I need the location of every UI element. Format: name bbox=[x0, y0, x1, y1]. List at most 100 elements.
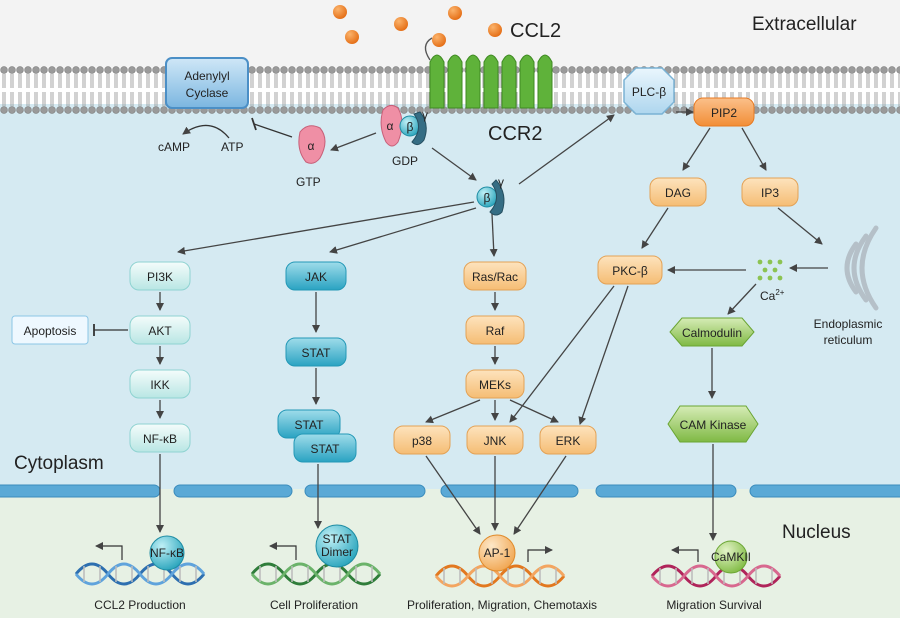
endoplasmic-reticulum-icon bbox=[844, 225, 879, 311]
camkii-transcription-arrow bbox=[671, 546, 699, 562]
ikk-node: IKK bbox=[129, 369, 191, 399]
stat-node: STAT bbox=[285, 337, 347, 367]
bg-to-jak-arrow bbox=[329, 207, 477, 254]
meks-node: MEKs bbox=[465, 369, 525, 399]
ip3-to-er-arrow bbox=[777, 207, 823, 245]
pip2-label: PIP2 bbox=[711, 106, 737, 120]
apoptosis-node: Apoptosis bbox=[11, 315, 89, 345]
nfkb-nuclear-label: NF-κB bbox=[150, 546, 184, 560]
pkc-beta-node: PKC-β bbox=[597, 255, 663, 285]
nfkb-nuclear-ball: NF-κB bbox=[149, 535, 185, 571]
akt-label: AKT bbox=[148, 324, 172, 338]
gtp-label: GTP bbox=[296, 175, 321, 189]
cell-proliferation-label: Cell Proliferation bbox=[270, 598, 358, 612]
ikk-label: IKK bbox=[150, 378, 169, 392]
nfkb-transcription-arrow bbox=[95, 542, 123, 560]
inhibit-bar bbox=[251, 117, 257, 131]
nfkb-label: NF-κB bbox=[143, 432, 177, 446]
raf-node: Raf bbox=[465, 315, 525, 345]
erk-label: ERK bbox=[556, 434, 581, 448]
p38-to-ap1-arrow bbox=[425, 455, 481, 535]
raf-label: Raf bbox=[486, 324, 505, 338]
free-gamma-label: γ bbox=[498, 175, 504, 189]
ap1-transcription-arrow bbox=[527, 546, 553, 562]
er-label-1: Endoplasmic bbox=[814, 317, 883, 331]
meks-to-erk-arrow bbox=[509, 399, 559, 423]
g-beta-label: β bbox=[407, 120, 414, 134]
dag-label: DAG bbox=[665, 186, 691, 200]
nfkb-node: NF-κB bbox=[129, 423, 191, 453]
g-alpha-gtp-label: α bbox=[308, 139, 315, 153]
calcium-label: Ca2+ bbox=[760, 288, 785, 303]
gdp-to-betagamma-arrow bbox=[431, 147, 477, 181]
nucleus-label: Nucleus bbox=[782, 522, 851, 543]
ccl2-label: CCL2 bbox=[510, 20, 561, 42]
ca-to-calmodulin-arrow bbox=[727, 283, 757, 315]
plc-beta: PLC-β bbox=[623, 67, 675, 115]
pkc-to-jnk-arrow bbox=[509, 285, 615, 423]
ccr2-receptor bbox=[429, 54, 553, 109]
camkii-nuclear-ball: CaMKII bbox=[711, 540, 751, 574]
pip2-to-ip3-arrow bbox=[741, 127, 767, 171]
plc-label: PLC-β bbox=[632, 85, 666, 99]
apoptosis-label: Apoptosis bbox=[24, 324, 77, 338]
galpha-inhibits-adenylyl bbox=[253, 123, 293, 138]
erk-to-ap1-arrow bbox=[513, 455, 567, 535]
g-alpha-label: α bbox=[387, 119, 394, 133]
extracellular-label: Extracellular bbox=[752, 14, 857, 35]
stat-dimer-b-label: STAT bbox=[311, 442, 341, 456]
atp-label: ATP bbox=[221, 140, 243, 154]
camp-label: cAMP bbox=[158, 140, 190, 154]
ap1-outcome-label: Proliferation, Migration, Chemotaxis bbox=[407, 598, 597, 612]
dna-helix-nfkb bbox=[74, 562, 206, 586]
ip3-label: IP3 bbox=[761, 186, 779, 200]
ccr2-n-terminus bbox=[424, 37, 433, 61]
jak-node: JAK bbox=[285, 261, 347, 291]
calcium-dots bbox=[757, 259, 783, 281]
g-gamma-label: γ bbox=[422, 108, 428, 122]
er-label-2: reticulum bbox=[824, 333, 873, 347]
dag-node: DAG bbox=[649, 177, 707, 207]
g-protein-complex: α β γ bbox=[380, 104, 428, 147]
akt-node: AKT bbox=[129, 315, 191, 345]
pip2-to-dag-arrow bbox=[682, 127, 711, 171]
pkc-label: PKC-β bbox=[612, 264, 648, 278]
gdp-label: GDP bbox=[392, 154, 418, 168]
dna-helix-camkii bbox=[650, 564, 782, 588]
calmodulin-node: Calmodulin bbox=[669, 317, 755, 347]
pi3k-label: PI3K bbox=[147, 270, 173, 284]
stat-dimer-nuclear-ball: STAT Dimer bbox=[315, 524, 359, 568]
p38-node: p38 bbox=[393, 425, 451, 455]
bg-to-rasrac-arrow bbox=[489, 213, 498, 257]
ccl2-ligand-dots bbox=[333, 5, 502, 47]
pkc-to-erk-arrow bbox=[578, 285, 629, 425]
jak-label: JAK bbox=[305, 270, 327, 284]
migration-survival-label: Migration Survival bbox=[666, 598, 761, 612]
ap1-nuclear-ball: AP-1 bbox=[478, 534, 516, 572]
rasrac-node: Ras/Rac bbox=[463, 261, 527, 291]
cam-kinase-label: CAM Kinase bbox=[680, 418, 747, 432]
cam-kinase-node: CAM Kinase bbox=[667, 405, 759, 443]
jnk-label: JNK bbox=[484, 434, 507, 448]
galpha-release-arrow bbox=[330, 132, 377, 152]
dna-helix-stat bbox=[250, 562, 382, 586]
stat-dimer-node: STAT STAT bbox=[277, 409, 357, 463]
g-alpha-gtp: α bbox=[298, 125, 326, 164]
pi3k-node: PI3K bbox=[129, 261, 191, 291]
cytoplasm-label: Cytoplasm bbox=[14, 453, 104, 474]
dag-to-pkc-arrow bbox=[641, 207, 669, 249]
stat-dimer-nuclear-label-1: STAT bbox=[323, 532, 353, 546]
jnk-node: JNK bbox=[466, 425, 524, 455]
erk-node: ERK bbox=[539, 425, 597, 455]
meks-label: MEKs bbox=[479, 378, 511, 392]
stat-transcription-arrow bbox=[269, 542, 297, 560]
g-beta-gamma-free: β γ bbox=[476, 175, 505, 216]
ccl2-production-label: CCL2 Production bbox=[94, 598, 185, 612]
stat-label: STAT bbox=[302, 346, 332, 360]
p38-label: p38 bbox=[412, 434, 432, 448]
free-beta-label: β bbox=[484, 191, 491, 205]
atp-to-camp-arrow bbox=[182, 124, 230, 139]
